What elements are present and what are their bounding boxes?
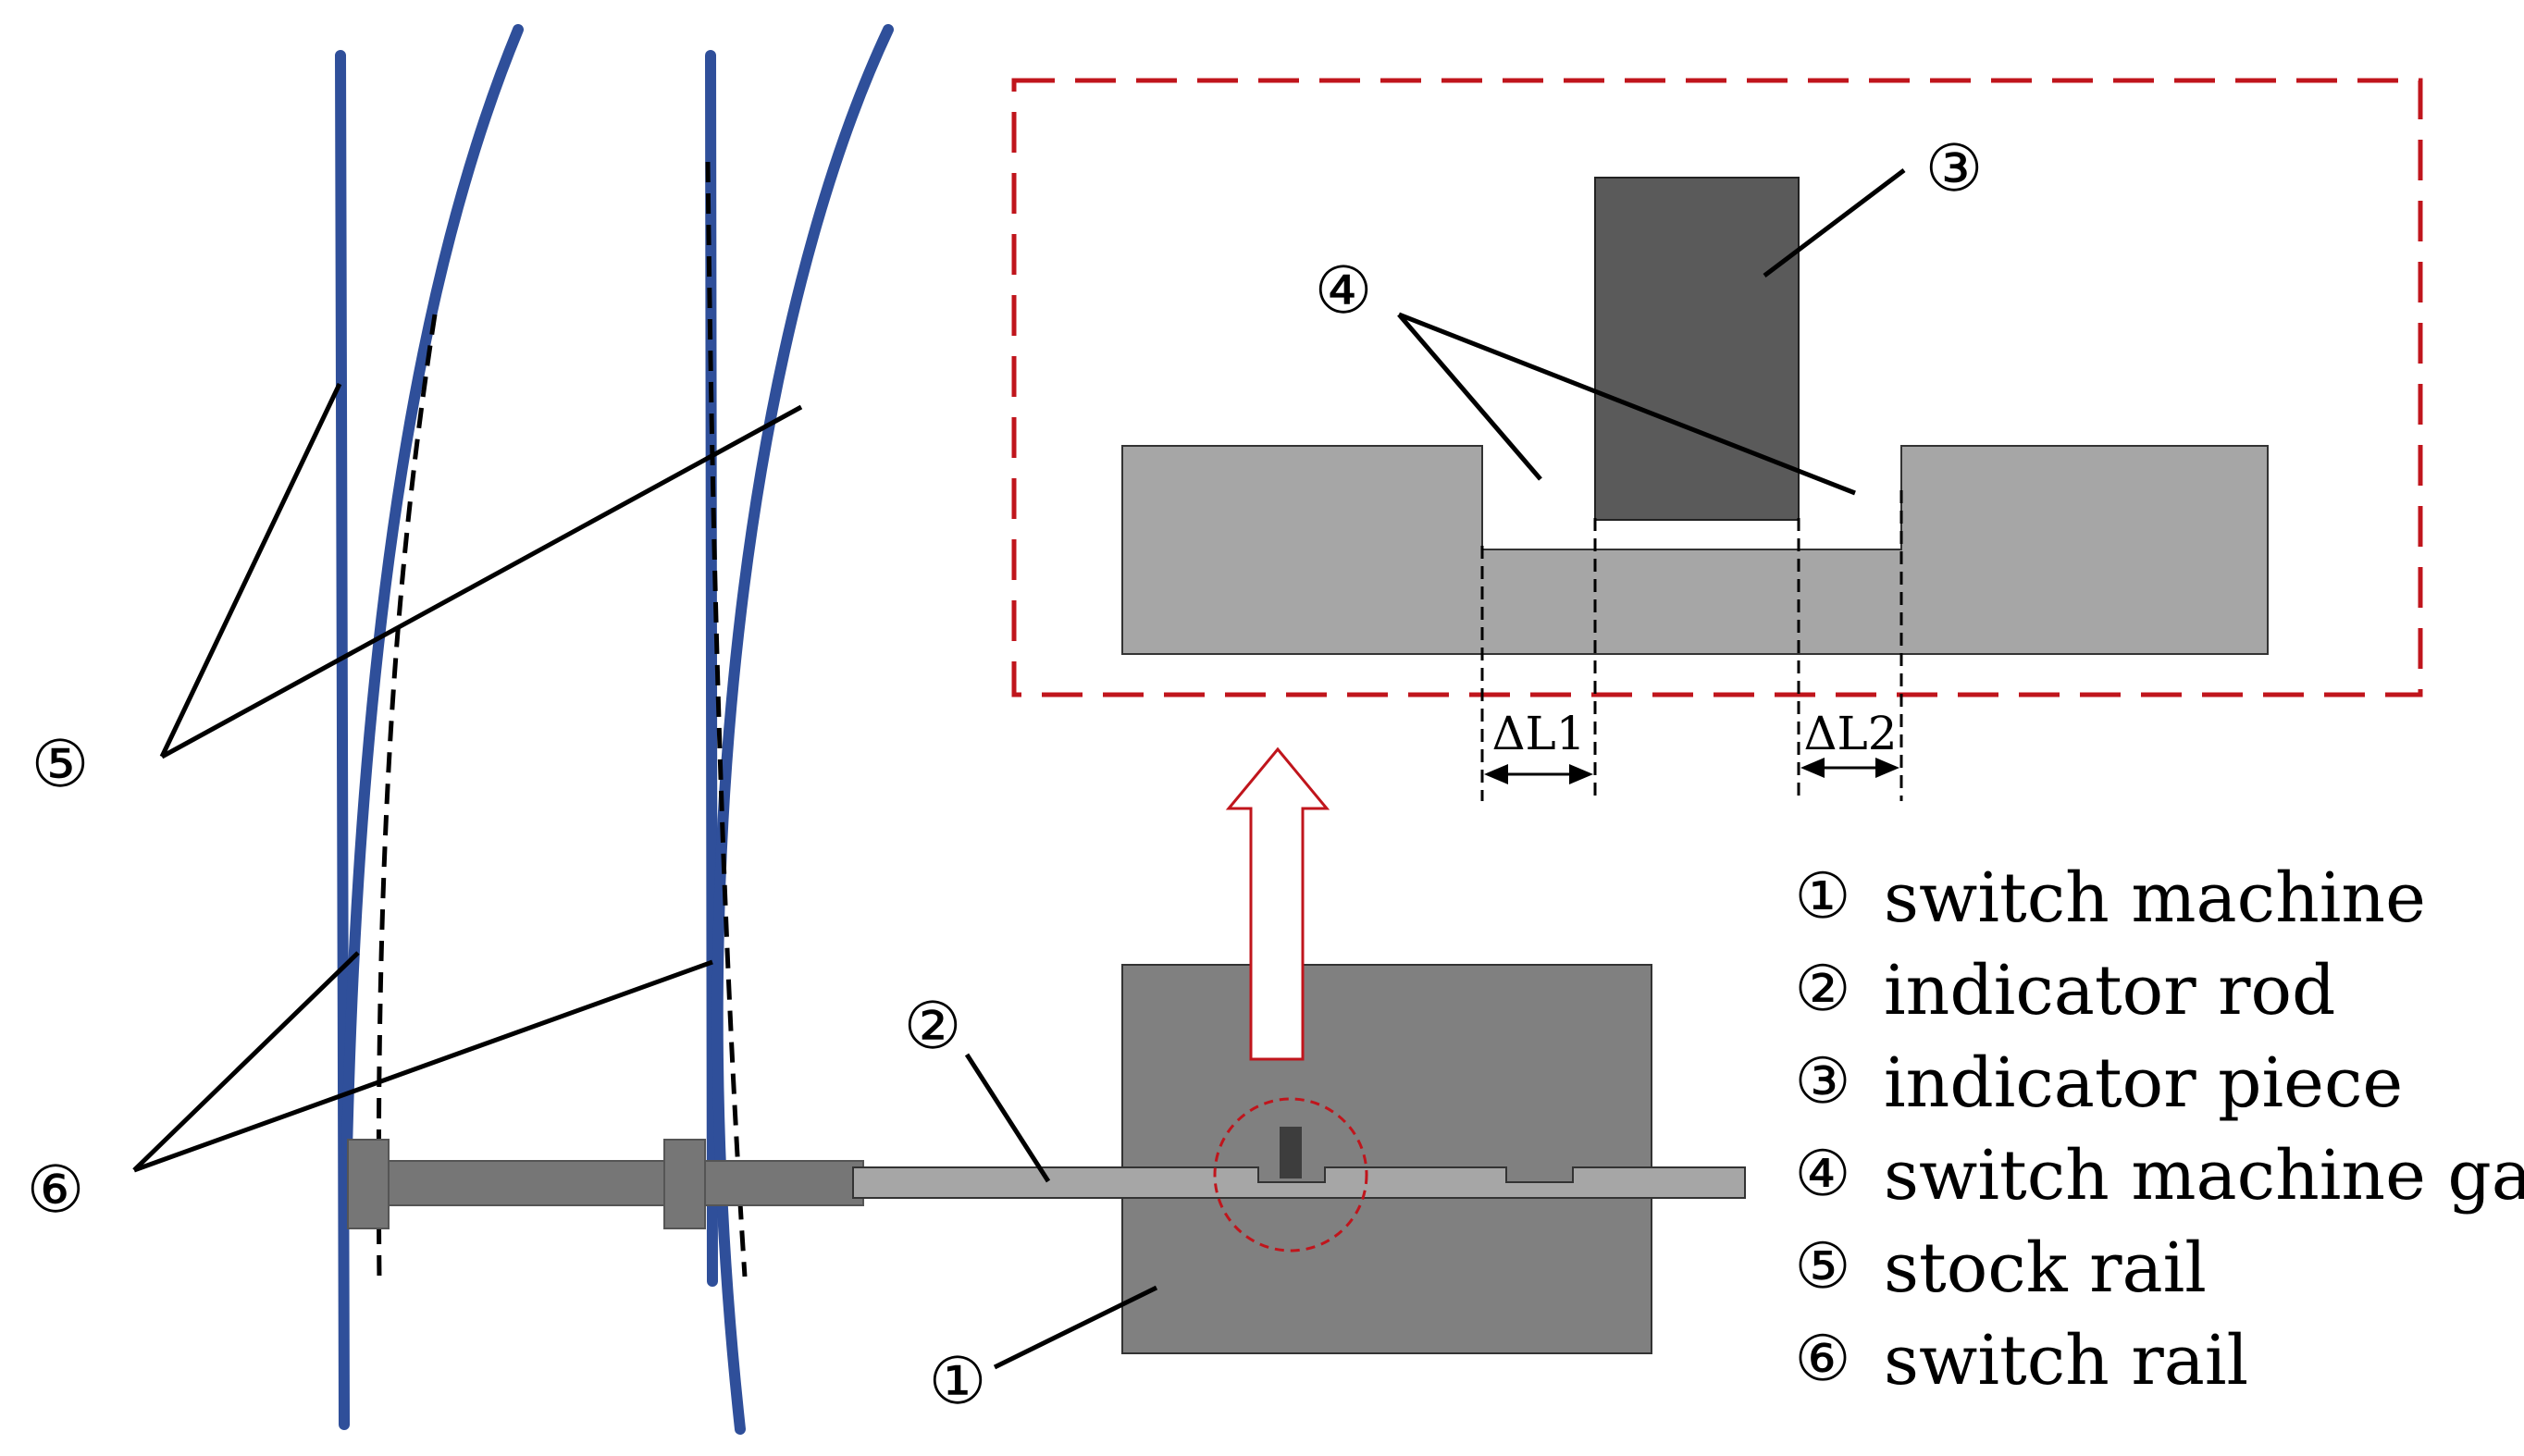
detail-circle [1213, 1097, 1368, 1252]
leader-6a [132, 951, 360, 1172]
legend-text-3: indicator piece [1884, 1043, 2403, 1123]
legend-text-6: switch rail [1884, 1321, 2248, 1400]
switch-machine-body [1121, 964, 1652, 1354]
legend-text-5: stock rail [1884, 1228, 2207, 1308]
detail-view: ΔL1 ΔL2 [1011, 78, 2423, 801]
delta-l2-label: ΔL2 [1803, 707, 1897, 760]
legend-num-4: ④ [1795, 1138, 1851, 1211]
leader-lines [132, 168, 1906, 1370]
callout-6: ⑥ [27, 1152, 85, 1228]
leader-3 [1763, 168, 1906, 278]
rails [335, 24, 894, 1435]
callout-1: ① [929, 1343, 987, 1419]
delta-l1-label: ΔL1 [1491, 707, 1585, 760]
leader-4a [1397, 313, 1542, 481]
leader-2 [964, 1053, 1051, 1183]
rod-assembly [347, 964, 1746, 1354]
tie-bar [388, 1160, 864, 1206]
legend: ① switch machine ② indicator rod ③ indic… [1795, 858, 2524, 1400]
callouts: ③ ④ ⑤ ⑥ ② ① [27, 130, 1984, 1419]
legend-num-6: ⑥ [1795, 1323, 1851, 1396]
legend-num-1: ① [1795, 860, 1851, 933]
indicator-piece-small [1280, 1127, 1302, 1178]
tie-bar-end-left [347, 1139, 390, 1229]
leader-1 [993, 1285, 1158, 1370]
rail-dashed-positions [376, 161, 748, 1282]
dimension-guides [1480, 490, 1903, 801]
callout-4: ④ [1315, 253, 1373, 328]
switch-rail-left [341, 24, 524, 1157]
legend-num-3: ③ [1795, 1045, 1851, 1118]
switch-rail-left-dashed [376, 314, 438, 1282]
leader-5b [160, 404, 803, 759]
switch-rail-right-dashed [705, 161, 748, 1277]
legend-text-2: indicator rod [1884, 951, 2335, 1030]
dimension-arrows [1484, 758, 1899, 784]
callout-5: ⑤ [31, 726, 90, 802]
leader-5a [159, 382, 342, 759]
legend-text-4: switch machine gap [1884, 1136, 2524, 1215]
detail-indicator-piece [1594, 177, 1800, 521]
legend-num-5: ⑤ [1795, 1230, 1851, 1303]
indicator-rod [852, 1166, 1746, 1199]
detail-frame [1011, 78, 2423, 697]
magnify-arrow [1225, 747, 1330, 1061]
legend-num-2: ② [1795, 953, 1851, 1026]
callout-3: ③ [1925, 130, 1984, 206]
callout-2: ② [904, 988, 962, 1064]
stock-rail-left [335, 50, 350, 1430]
leader-6b [133, 959, 713, 1173]
legend-text-1: switch machine [1884, 858, 2426, 938]
detail-indicator-rod [1121, 445, 2269, 655]
tie-bar-clamp [663, 1139, 706, 1229]
leader-4b [1398, 312, 1856, 496]
